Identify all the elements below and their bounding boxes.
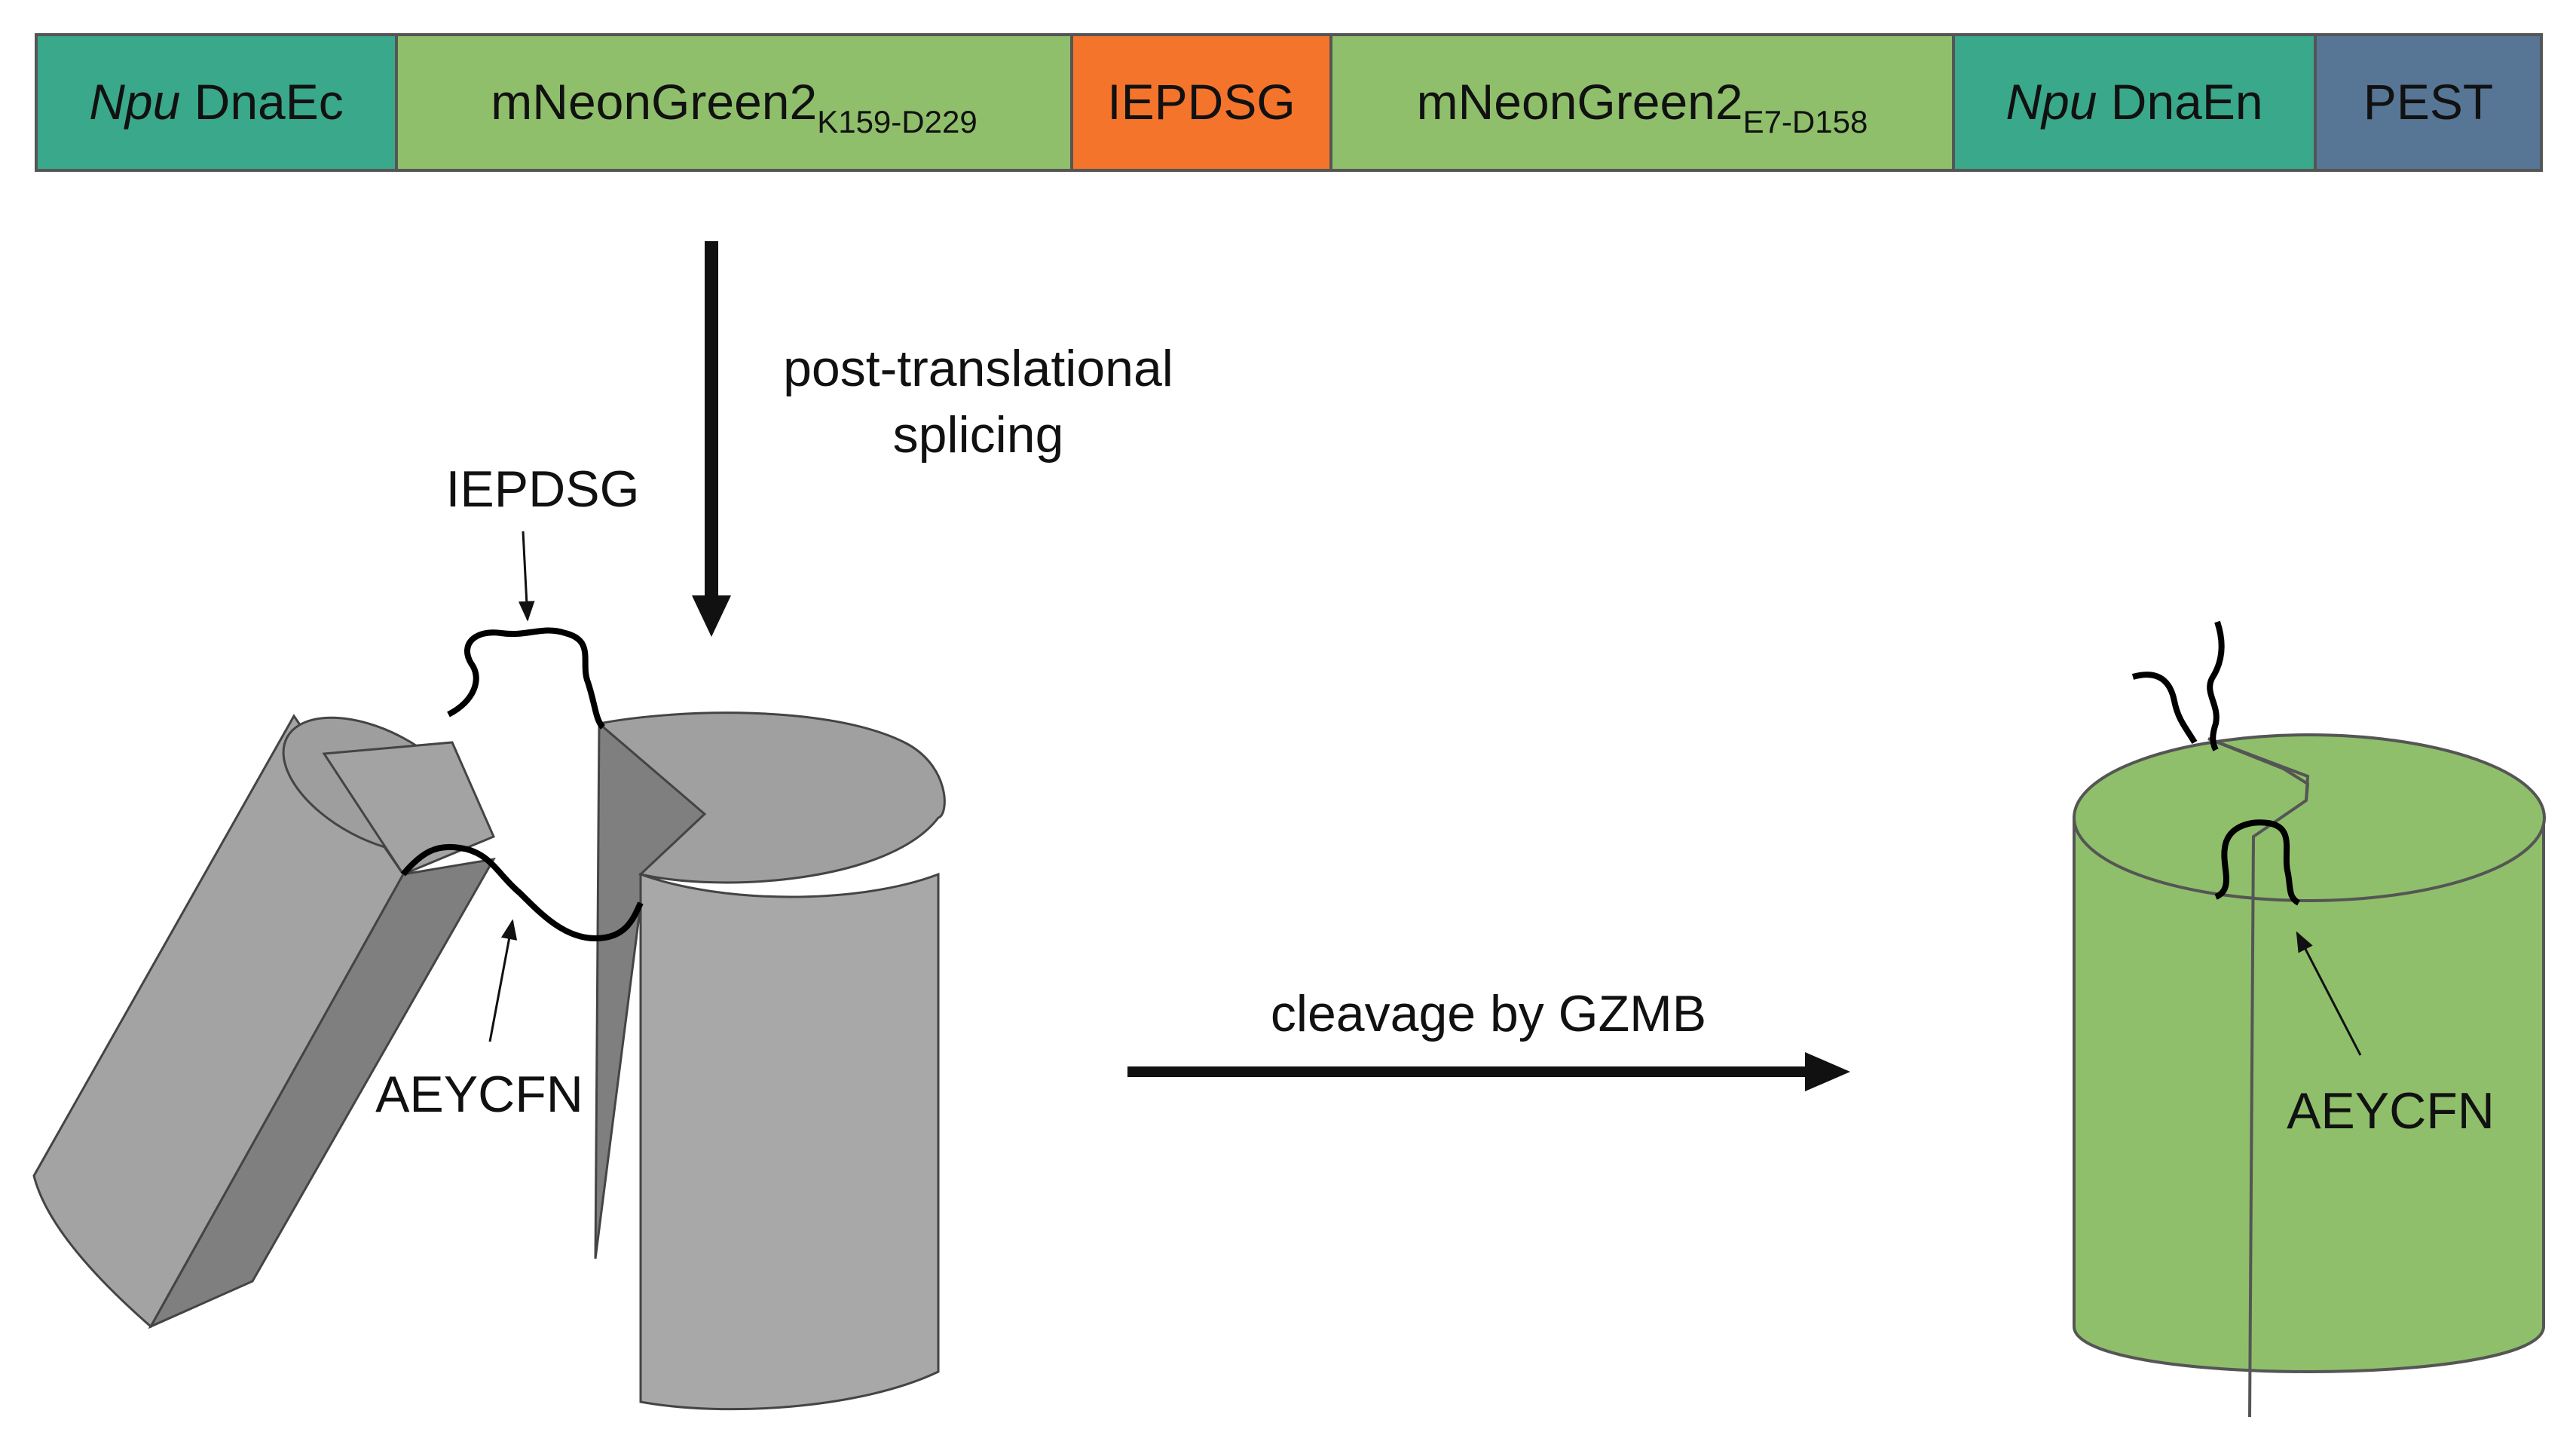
segment-mneongreen2-e7-d158-label: mNeonGreen2E7-D158 — [1417, 74, 1868, 139]
tilted-cylinder — [32, 714, 496, 1330]
cleavage-arrow-head — [1805, 1052, 1850, 1091]
segment-pest-label: PEST — [2363, 74, 2493, 130]
segment-npu-dnaec-box — [35, 33, 398, 172]
linker-top-pointer — [518, 531, 535, 622]
split-protein — [32, 627, 946, 1411]
splicing-label-line2: splicing — [893, 406, 1064, 464]
upright-cylinder-top — [596, 711, 946, 884]
segment-pest: PEST — [2314, 33, 2543, 172]
segment-npu-dnaen: Npu DnaEn — [1952, 33, 2317, 172]
green-cylinder-seam-top — [2207, 737, 2310, 801]
green-tail-left — [2131, 672, 2198, 745]
construct-bar: Npu DnaEc mNeonGreen2K159-D229 IEPDSG mN… — [35, 33, 2543, 172]
segment-mneongreen2-k159-d229-label: mNeonGreen2K159-D229 — [491, 74, 977, 139]
linker-top-label: IEPDSG — [446, 461, 640, 518]
linker-left-pointer — [488, 919, 518, 1042]
tilted-cylinder-body — [32, 714, 405, 1329]
green-cylinder-top — [2073, 733, 2546, 902]
cleavage-arrow — [1127, 1052, 1850, 1091]
splicing-arrow — [692, 241, 731, 637]
linker-left-label: AEYCFN — [375, 1066, 583, 1123]
green-aeycfn-loop — [2214, 819, 2301, 906]
segment-iepdsg: IEPDSG — [1070, 33, 1332, 172]
splicing-arrow-head — [692, 595, 731, 637]
segment-mneongreen2-e7-d158: mNeonGreen2E7-D158 — [1329, 33, 1955, 172]
cleavage-label: cleavage by GZMB — [1271, 985, 1706, 1042]
segment-iepdsg-label: IEPDSG — [1107, 74, 1295, 130]
splicing-label-line1: post-translational — [783, 340, 1173, 397]
folded-protein — [2073, 620, 2546, 1418]
aeycfn-loop — [400, 843, 644, 942]
segment-npu-dnaec: Npu DnaEc — [35, 33, 398, 172]
segment-npu-dnaec-label: Npu DnaEc — [89, 74, 344, 130]
linker-right-label: AEYCFN — [2287, 1082, 2495, 1140]
segment-mneongreen2-e7-d158-box — [1329, 33, 1955, 172]
segment-npu-dnaen-box — [1952, 33, 2317, 172]
segment-npu-dnaen-label: Npu DnaEn — [2005, 74, 2262, 130]
segment-mneongreen2-k159-d229-box — [395, 33, 1073, 172]
upright-cylinder — [594, 711, 946, 1411]
linker-right-pointer — [2296, 931, 2362, 1056]
upright-cylinder-body — [639, 872, 940, 1411]
green-cylinder-body — [2073, 816, 2545, 1373]
iepdsg-loop — [447, 627, 606, 730]
green-tail-right — [2207, 620, 2225, 751]
segment-pest-box — [2314, 33, 2543, 172]
segment-mneongreen2-k159-d229: mNeonGreen2K159-D229 — [395, 33, 1073, 172]
